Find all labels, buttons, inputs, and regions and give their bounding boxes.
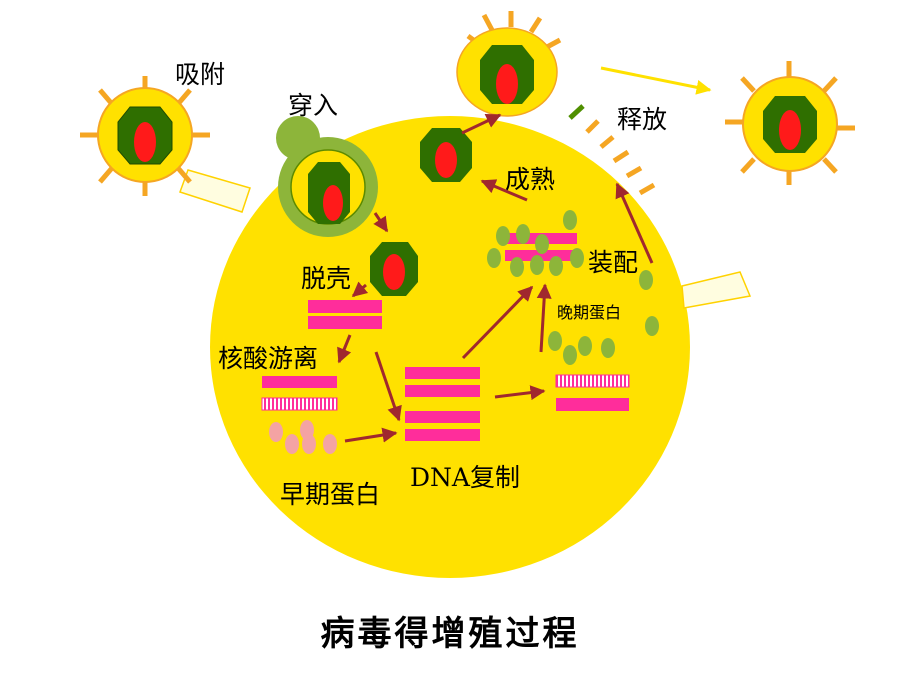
nucleic-acid-uncoated bbox=[308, 300, 382, 329]
arrow-uncoating-to-nucleic-acid bbox=[351, 281, 369, 298]
virus-budding bbox=[456, 11, 562, 117]
receptor-right bbox=[681, 271, 752, 309]
label-maturation: 成熟 bbox=[505, 165, 555, 194]
arrow-replication-to-assembly bbox=[461, 285, 534, 360]
virus-adsorption bbox=[80, 76, 210, 196]
process-arrows bbox=[337, 113, 654, 443]
early-proteins bbox=[269, 420, 337, 454]
label-assembly: 装配 bbox=[588, 248, 638, 277]
label-uncoating: 脱壳 bbox=[301, 264, 351, 293]
arrow-penetration-to-uncoating bbox=[373, 212, 389, 233]
label-early-protein: 早期蛋白 bbox=[280, 480, 380, 509]
arrow-replication-to-late bbox=[494, 385, 546, 401]
label-release: 释放 bbox=[617, 105, 667, 134]
arrow-assembly-to-maturation bbox=[480, 179, 528, 202]
late-proteins bbox=[548, 270, 659, 365]
label-dna-replication: DNA复制 bbox=[410, 463, 520, 492]
membrane-spikes bbox=[568, 104, 656, 196]
assembly-group bbox=[487, 210, 584, 277]
label-penetration: 穿入 bbox=[288, 91, 338, 120]
arrow-release-out bbox=[600, 66, 712, 95]
label-nucleic-acid-free: 核酸游离 bbox=[218, 344, 318, 373]
arrow-maturation-to-budding bbox=[461, 113, 502, 135]
page-title: 病毒得增殖过程 bbox=[320, 614, 580, 654]
dna-replication-strands bbox=[405, 367, 480, 441]
virus-uncoating bbox=[370, 242, 418, 296]
arrow-late-to-assembly bbox=[536, 283, 552, 353]
arrow-nucleic-to-replication bbox=[374, 351, 402, 422]
virus-released bbox=[725, 61, 855, 185]
arrow-right-up-to-release bbox=[615, 182, 654, 264]
label-adsorption: 吸附 bbox=[175, 60, 225, 89]
nucleic-acid-free bbox=[261, 376, 338, 411]
mature-virion bbox=[420, 128, 472, 182]
receptor-left bbox=[179, 169, 251, 213]
arrow-early-protein-to-replication bbox=[344, 427, 398, 443]
virus-penetration bbox=[276, 116, 378, 237]
label-late-protein: 晚期蛋白 bbox=[557, 303, 621, 322]
late-transcription-strands bbox=[555, 374, 630, 411]
arrow-nucleic-to-free bbox=[337, 334, 352, 364]
